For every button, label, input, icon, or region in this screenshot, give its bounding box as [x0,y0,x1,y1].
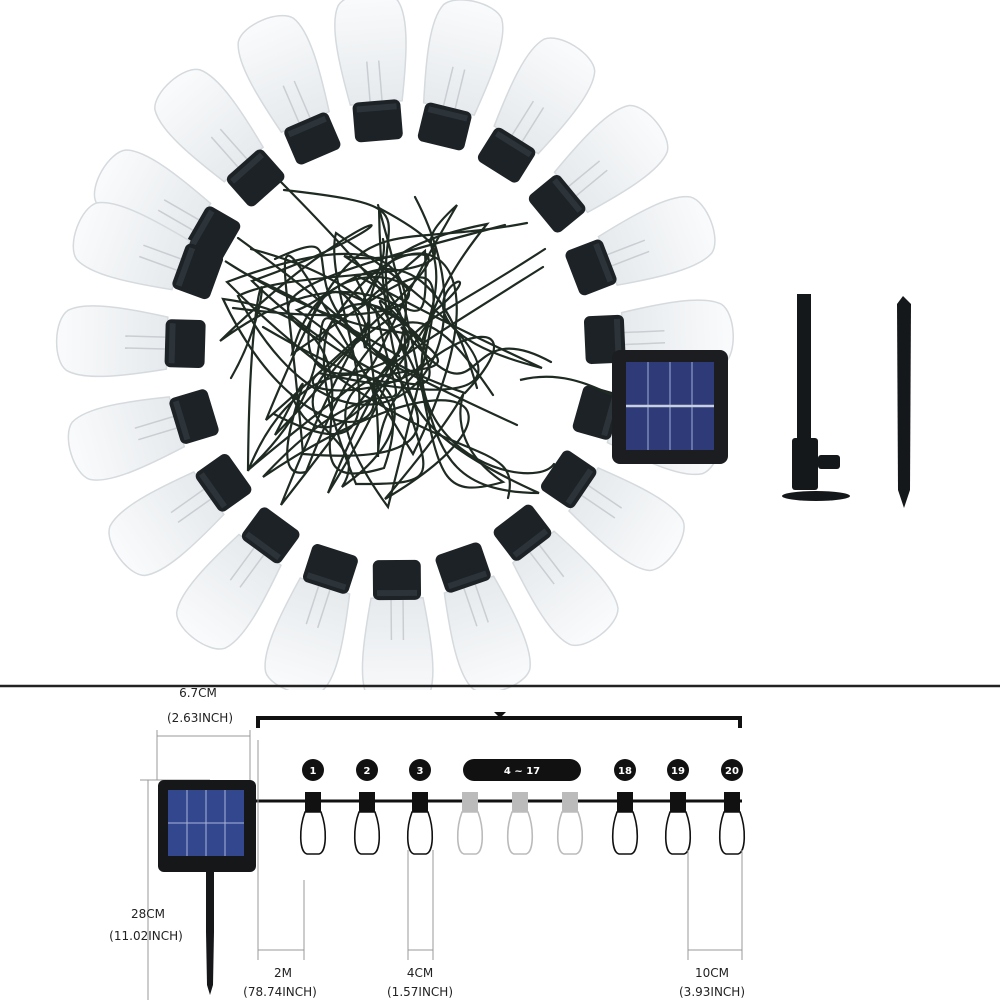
ground-stake-icon [897,296,911,508]
bulb-icon [237,14,341,165]
bulb-width-cm: 4CM [407,966,433,980]
diagram-bulb: 3 [406,759,434,855]
bulb-number-badge: 18 [614,759,636,781]
bulb-icon [361,559,434,690]
bulb-number-badge: 1 [302,759,324,781]
bulb-number-label: 20 [725,766,739,777]
stake-connector-icon [782,294,850,501]
bulb-number-label: 19 [671,766,685,777]
bulb-icon [528,104,669,233]
bulb-icon [72,201,224,300]
diagram-bulb: 19 [664,759,692,855]
bulb-icon [334,0,407,143]
dimension-diagram: 6.7CM (2.63INCH) 28CM (11.02INCH) [0,684,1000,1000]
bulb-icon [493,504,619,647]
product-photo [55,0,911,690]
lead-cable-in: (78.74INCH) [243,985,317,999]
bulb-icon [565,195,716,296]
bulb-icon [108,453,252,577]
stake-height-in: (11.02INCH) [109,929,183,943]
string-length-bracket [256,716,742,728]
bulb-icon [417,0,504,151]
bulb-width-in: (1.57INCH) [387,985,453,999]
bulb-icon [264,544,358,690]
bulb-icon [67,389,219,481]
stake-height-cm: 28CM [131,907,165,921]
bulb-ring [55,0,734,690]
panel-width-cm: 6.7CM [179,686,217,700]
bulb-number-label: 2 [364,766,371,777]
diagram-bulb: 1 [299,759,327,855]
bulb-number-label: 18 [618,766,632,777]
bulb-spacing-cm: 10CM [695,966,729,980]
bulb-icon [55,305,206,378]
range-badge: 4 ~ 17 [463,759,581,781]
diagram-bulb: 18 [611,759,639,855]
bulb-number-label: 1 [310,766,317,777]
diagram-bulb: 2 [353,759,381,855]
diagram-bulbs: 1 2 3 18 19 20 [299,759,746,855]
range-label: 4 ~ 17 [504,766,540,777]
diagram-bulb [456,792,484,855]
diagram-bulb [506,792,534,855]
diagram-bulb: 20 [718,759,746,855]
bulb-icon [154,68,285,207]
solar-panel-icon [612,350,728,464]
cable-tangle [219,179,613,510]
bulb-spacing-in: (3.93INCH) [679,985,745,999]
bulb-icon [477,37,596,183]
bulb-icon [175,507,300,650]
lead-cable-m: 2M [274,966,292,980]
bulb-number-label: 3 [417,766,424,777]
bulb-number-badge: 19 [667,759,689,781]
solar-panel-stake-icon [158,780,256,995]
bulb-icon [540,450,685,572]
bulb-number-badge: 2 [356,759,378,781]
bulb-icon [435,542,531,690]
diagram-bulb [556,792,584,855]
panel-width-in: (2.63INCH) [167,711,233,725]
bulb-number-badge: 20 [721,759,743,781]
bulb-number-badge: 3 [409,759,431,781]
